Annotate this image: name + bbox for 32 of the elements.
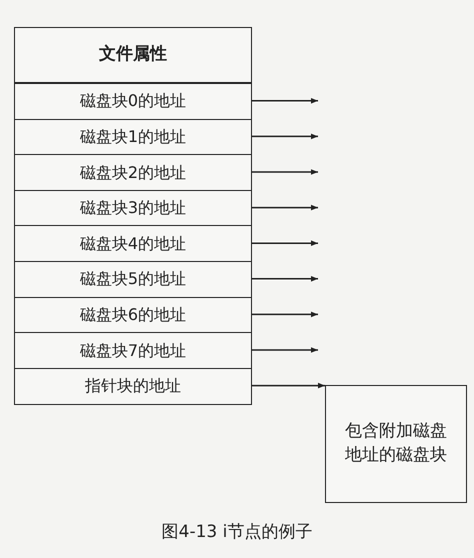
table-row <box>14 332 252 370</box>
cell-text: 磁盘块1的地址 <box>80 126 186 148</box>
cell-text: 磁盘块0的地址 <box>80 90 186 112</box>
cell-text: 磁盘块2的地址 <box>80 162 186 184</box>
arrow <box>252 98 318 104</box>
cell-text: 磁盘块7的地址 <box>80 340 186 362</box>
heading-text: 文件属性 <box>99 43 167 66</box>
table-row <box>14 225 252 262</box>
arrow <box>252 382 325 388</box>
arrow <box>252 347 318 353</box>
arrow <box>252 312 318 318</box>
cell-text: 包含附加磁盘地址的磁盘块 <box>344 420 448 467</box>
arrow <box>252 134 318 140</box>
figure-caption: 图4-13 i节点的例子 <box>160 521 314 543</box>
table-row <box>14 296 252 334</box>
cell-text: 磁盘块3的地址 <box>80 197 186 220</box>
cell-text: 指针块的地址 <box>85 375 181 398</box>
table-row <box>14 27 252 83</box>
table-row <box>14 368 252 405</box>
cell-text: 磁盘块4的地址 <box>80 232 186 255</box>
cell-text: 磁盘块6的地址 <box>80 304 186 326</box>
cell-text: 磁盘块5的地址 <box>80 268 186 290</box>
table-row <box>14 261 252 298</box>
arrow <box>252 204 318 210</box>
table-row <box>14 83 252 120</box>
arrow <box>252 276 318 282</box>
arrow <box>252 240 318 246</box>
arrow <box>252 169 318 175</box>
table-row <box>14 154 252 192</box>
table-row <box>14 190 252 227</box>
disk-block-box <box>325 385 467 503</box>
table-row <box>14 118 252 156</box>
